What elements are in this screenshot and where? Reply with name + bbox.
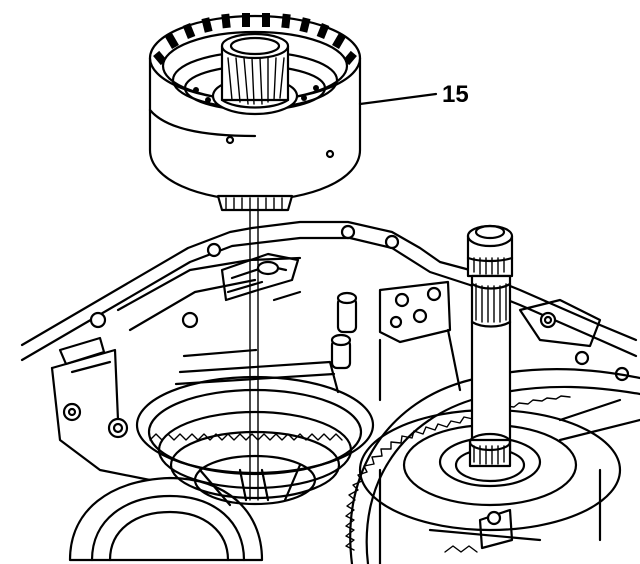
case-ribs: [220, 252, 602, 402]
callout-label: 15: [442, 81, 469, 108]
transmission-case: [20, 220, 638, 482]
clutch-bore: [135, 348, 375, 507]
alignment-lines: [249, 209, 259, 501]
clutch-drum-assembly: [148, 13, 362, 212]
input-shaft: [454, 224, 526, 483]
drum-rim-slots: [153, 13, 357, 66]
callout-15: 15: [358, 81, 469, 108]
bell-housing: [68, 476, 264, 562]
